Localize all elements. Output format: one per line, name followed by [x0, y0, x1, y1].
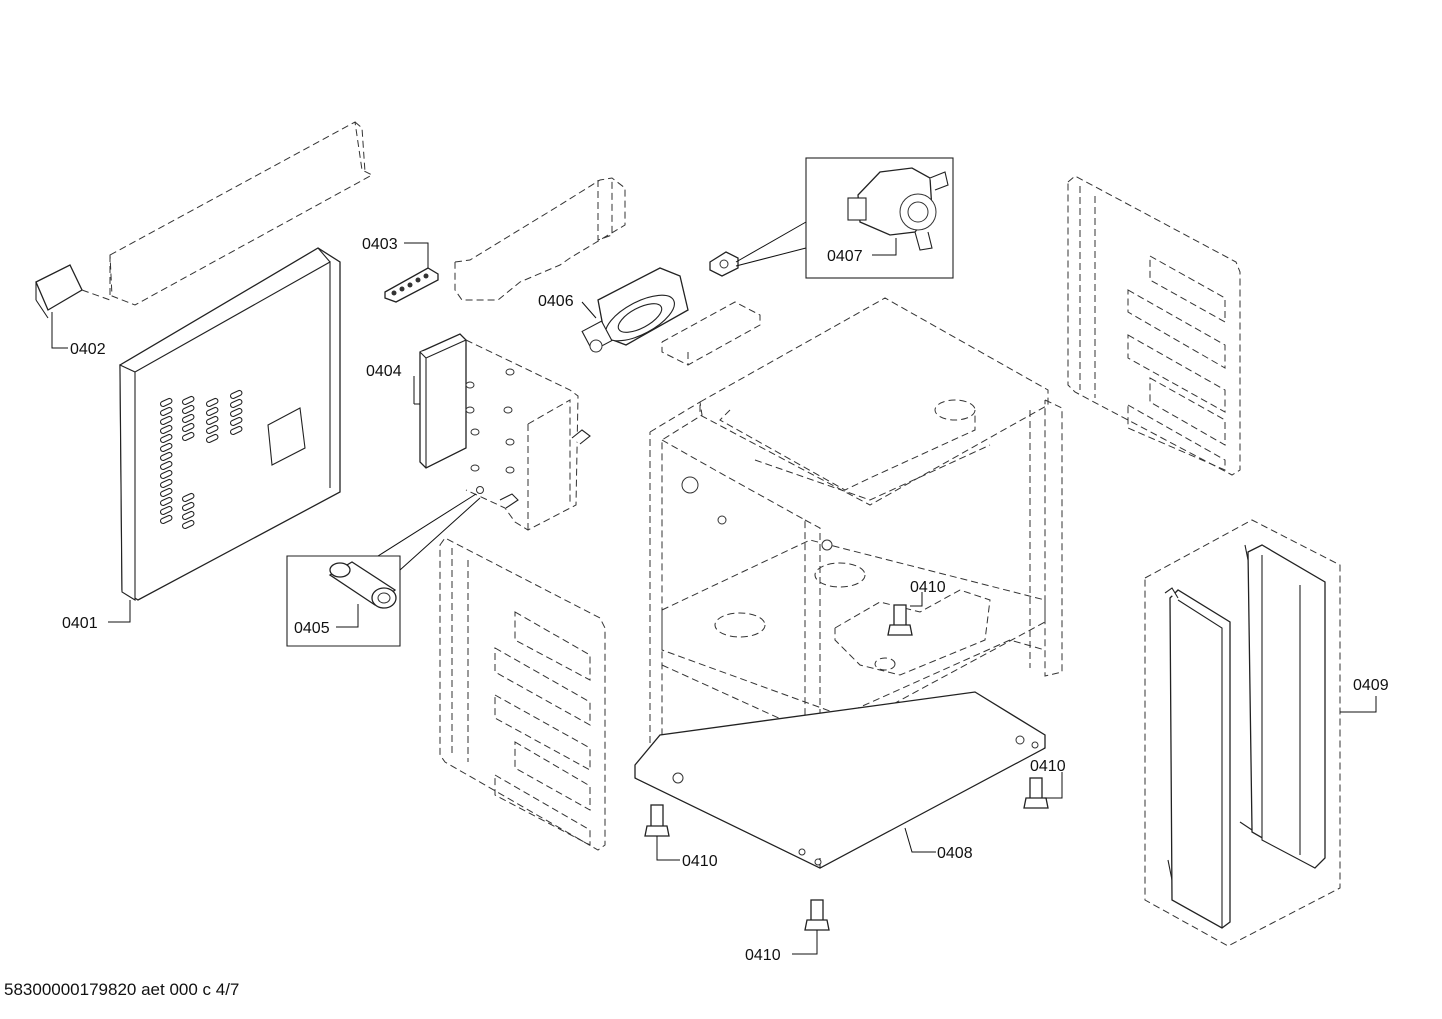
- vent-slot: [229, 425, 243, 435]
- part-0407-thermostat: [847, 167, 949, 251]
- vent-slot: [181, 501, 195, 511]
- vent-slot: [181, 492, 195, 502]
- vent-slot: [181, 422, 195, 432]
- rear-duct: [454, 177, 626, 301]
- vent-slot: [181, 395, 195, 405]
- part-0405-capacitor: [328, 561, 397, 609]
- part-0408-base-plate: [634, 691, 1046, 869]
- vent-slot: [205, 406, 219, 416]
- part-0410-foot-c: [644, 804, 680, 861]
- part-0410-foot-d: [792, 899, 830, 955]
- part-0404-control-board: [413, 333, 467, 469]
- detail-box-0407: [805, 157, 954, 279]
- vent-slot: [159, 397, 173, 407]
- vent-slot: [229, 389, 243, 399]
- part-0402-plate: [35, 264, 111, 349]
- right-side-panel: [1067, 175, 1241, 476]
- vent-slot: [181, 431, 195, 441]
- label-0407: 0407: [827, 248, 863, 265]
- vent-slot: [159, 415, 173, 425]
- vent-slot: [159, 424, 173, 434]
- part-0406-fan-motor: [581, 267, 689, 353]
- vent-slot: [205, 415, 219, 425]
- label-0402: 0402: [70, 341, 106, 358]
- vent-slot: [205, 397, 219, 407]
- label-0410-b: 0410: [1030, 758, 1066, 775]
- label-0406: 0406: [538, 293, 574, 310]
- fan-bracket: [661, 301, 761, 366]
- vent-slot: [159, 406, 173, 416]
- vent-slots: [159, 389, 243, 529]
- detail-box-0405: [286, 493, 481, 647]
- part-0410-foot-a: [887, 592, 923, 636]
- label-0410-d: 0410: [745, 947, 781, 964]
- part-0403-terminal-block: [384, 242, 439, 303]
- label-0409: 0409: [1353, 677, 1389, 694]
- vent-slot: [229, 416, 243, 426]
- document-code: 58300000179820 aet 000 c 4/7: [4, 980, 240, 999]
- label-0410-c: 0410: [682, 853, 718, 870]
- vent-slot: [181, 519, 195, 529]
- vent-slot: [159, 451, 173, 461]
- label-0404: 0404: [366, 363, 402, 380]
- label-0410-a: 0410: [910, 579, 946, 596]
- thermostat-small: [709, 221, 807, 277]
- label-0401: 0401: [62, 615, 98, 632]
- vent-slot: [159, 460, 173, 470]
- part-0409-trim-pieces: [1144, 519, 1377, 947]
- vent-slot: [159, 478, 173, 488]
- vent-slot: [229, 407, 243, 417]
- vent-slot: [181, 404, 195, 414]
- left-side-panel: [439, 537, 606, 851]
- board-mount-bracket: [465, 339, 591, 531]
- vent-slot: [181, 510, 195, 520]
- vent-slot: [159, 514, 173, 524]
- vent-slot: [181, 413, 195, 423]
- vent-slot: [159, 433, 173, 443]
- vent-slot: [205, 424, 219, 434]
- label-0405: 0405: [294, 620, 330, 637]
- label-0408: 0408: [937, 845, 973, 862]
- rear-top-panel: [109, 121, 374, 306]
- part-0401-side-panel: [108, 247, 341, 623]
- label-0403: 0403: [362, 236, 398, 253]
- vent-slot: [159, 469, 173, 479]
- vent-slot: [159, 496, 173, 506]
- vent-slot: [205, 433, 219, 443]
- vent-slot: [159, 442, 173, 452]
- part-0410-foot-b: [1023, 772, 1063, 809]
- vent-slot: [229, 398, 243, 408]
- vent-slot: [159, 505, 173, 515]
- vent-slot: [159, 487, 173, 497]
